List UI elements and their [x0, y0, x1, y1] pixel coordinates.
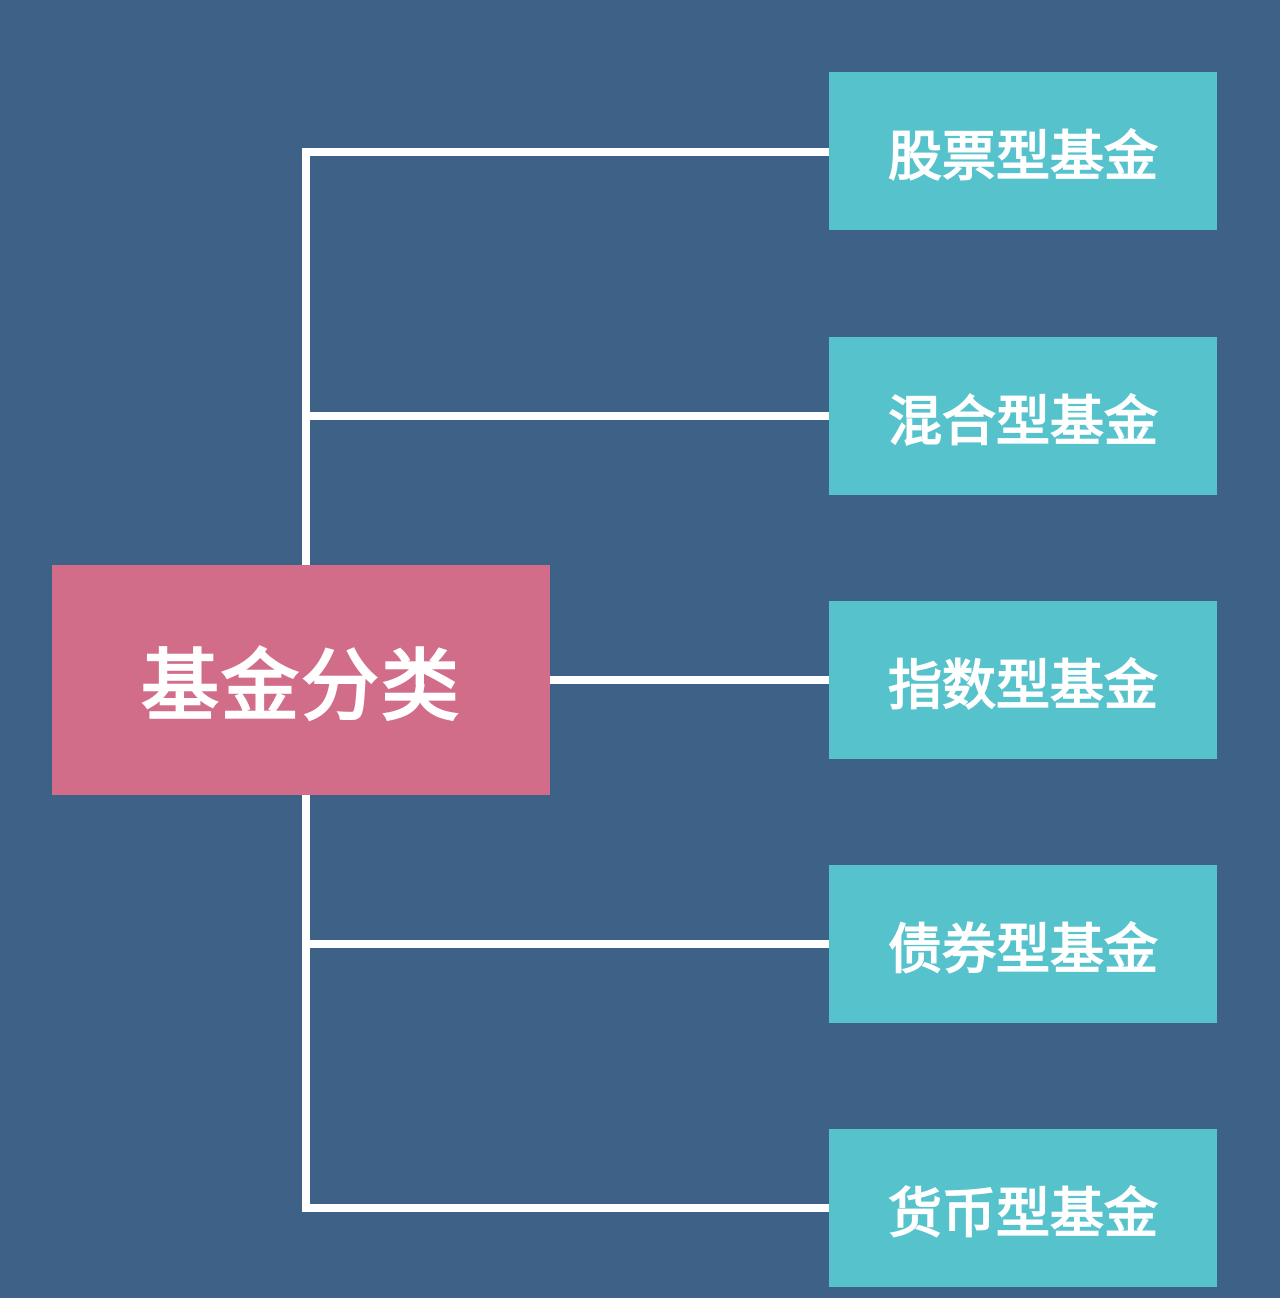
connector-branch-3 — [550, 676, 829, 684]
connector-spine-lower — [302, 795, 310, 1212]
child-node-index-fund: 指数型基金 — [829, 601, 1217, 759]
connector-branch-1 — [302, 148, 829, 156]
child-node-bond-fund: 债券型基金 — [829, 865, 1217, 1023]
child-node-label: 指数型基金 — [888, 653, 1158, 717]
child-node-label: 股票型基金 — [888, 124, 1158, 188]
child-node-label: 债券型基金 — [888, 917, 1158, 981]
root-node-label: 基金分类 — [140, 642, 461, 732]
connector-branch-5 — [302, 1204, 829, 1212]
child-node-label: 货币型基金 — [888, 1181, 1158, 1245]
connector-branch-4 — [302, 940, 829, 948]
root-node: 基金分类 — [52, 565, 550, 795]
child-node-money-market-fund: 货币型基金 — [829, 1129, 1217, 1287]
child-node-hybrid-fund: 混合型基金 — [829, 337, 1217, 495]
connector-spine-upper — [302, 148, 310, 565]
child-node-label: 混合型基金 — [888, 389, 1158, 453]
connector-branch-2 — [302, 412, 829, 420]
child-node-stock-fund: 股票型基金 — [829, 72, 1217, 230]
